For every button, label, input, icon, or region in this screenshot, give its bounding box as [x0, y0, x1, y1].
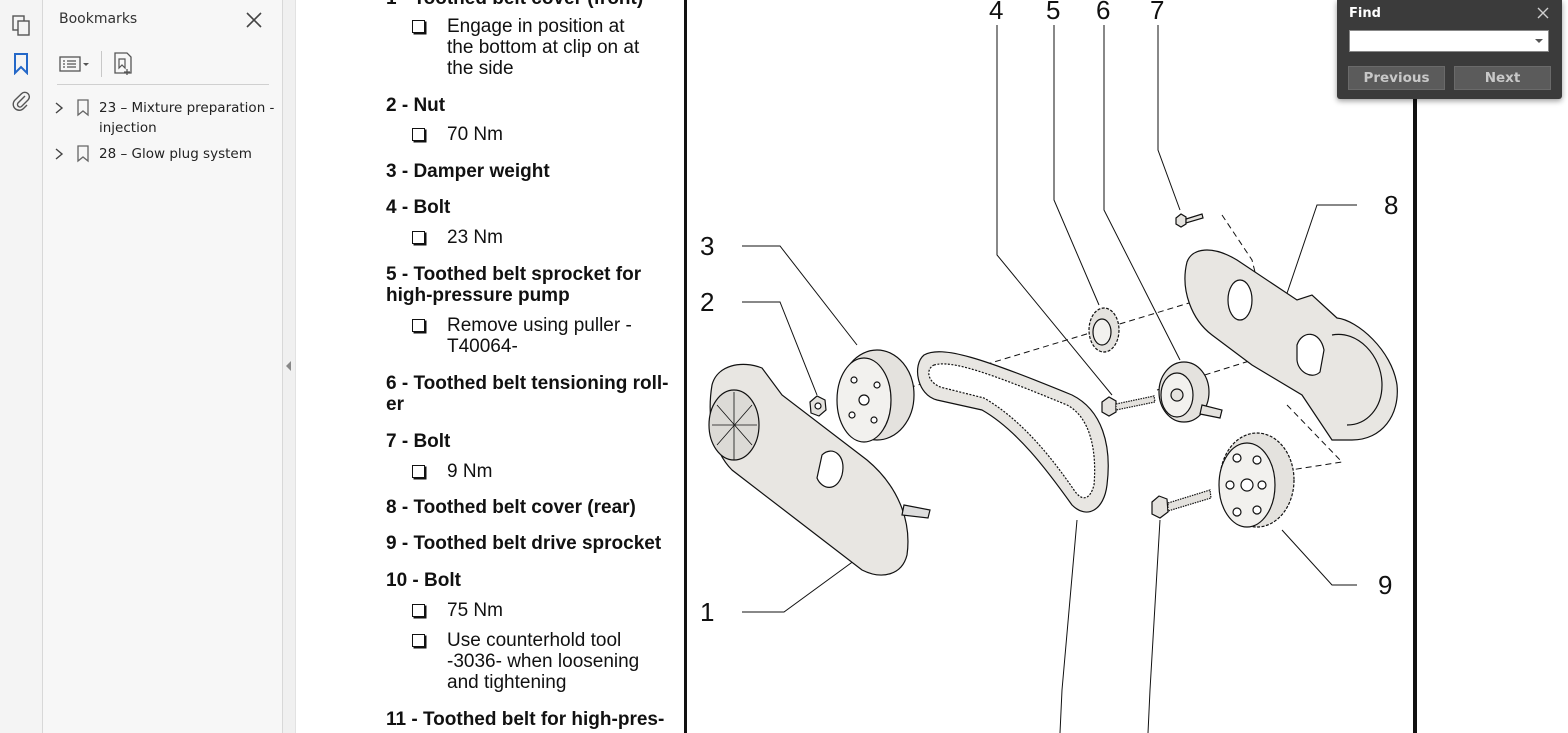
legend-item-heading: 10 - Bolt	[386, 570, 461, 591]
parts-legend: 1 - Toothed belt cover (front) Engage in…	[386, 0, 681, 733]
legend-item-heading: 11 - Toothed belt for high-pres-	[386, 709, 665, 730]
legend-item-heading: 3 - Damper weight	[386, 161, 550, 182]
front-belt-cover	[708, 363, 931, 576]
checkbox-bullet	[412, 319, 425, 332]
legend-item-heading: 9 - Toothed belt drive sprocket	[386, 533, 662, 554]
damper-weight	[836, 349, 915, 443]
callout-label: 4	[989, 0, 1003, 25]
list-options-icon	[59, 56, 89, 72]
collapse-left-icon	[286, 361, 291, 371]
close-panel-button[interactable]	[243, 9, 265, 31]
bookmark-options-button[interactable]	[59, 54, 91, 74]
callout-label: 8	[1384, 190, 1398, 220]
chevron-right-icon[interactable]	[53, 146, 65, 162]
callout-label: 1	[700, 597, 714, 627]
previous-button[interactable]: Previous	[1348, 66, 1445, 90]
find-input[interactable]	[1349, 30, 1549, 52]
toolbar-divider	[101, 51, 102, 77]
exploded-view-diagram: 1 2 3 4 5 6 7 8 9	[700, 0, 1398, 733]
bolt-7	[1175, 213, 1204, 228]
bookmarks-toolbar	[57, 46, 269, 85]
find-dialog: Find Previous Next	[1337, 0, 1562, 99]
tensioning-roller	[1158, 361, 1223, 423]
callout-label: 7	[1150, 0, 1164, 25]
legend-item-heading: 8 - Toothed belt cover (rear)	[386, 497, 636, 518]
bookmark-icon[interactable]	[8, 51, 34, 77]
bookmarks-panel: Bookmarks 23 – Mixture preparation -inje…	[43, 0, 283, 733]
document-page: 1 - Toothed belt cover (front) Engage in…	[296, 0, 1568, 733]
find-title: Find	[1349, 6, 1381, 21]
rear-belt-cover	[1184, 249, 1398, 441]
legend-item-heading: 2 - Nut	[386, 95, 446, 116]
close-icon[interactable]	[1535, 5, 1551, 21]
column-divider	[684, 0, 687, 733]
checkbox-bullet	[412, 231, 425, 244]
close-icon	[246, 12, 262, 28]
callout-label: 5	[1046, 0, 1060, 25]
legend-item-heading: 1 - Toothed belt cover (front)	[386, 0, 678, 9]
pump-sprocket	[1088, 307, 1120, 353]
navigation-rail	[0, 0, 43, 733]
chevron-right-icon[interactable]	[53, 100, 65, 116]
bookmark-label: 23 – Mixture preparation -injection	[99, 100, 275, 136]
checkbox-bullet	[412, 20, 425, 33]
callout-label: 9	[1378, 570, 1392, 600]
toothed-belt	[916, 351, 1109, 513]
callout-label: 6	[1096, 0, 1110, 25]
legend-item-heading: 6 - Toothed belt tensioning roll-er	[386, 373, 669, 415]
nut	[809, 395, 827, 417]
callout-label: 2	[700, 287, 714, 317]
bookmark-label: 28 – Glow plug system	[99, 146, 252, 162]
legend-item-heading: 4 - Bolt	[386, 197, 451, 218]
legend-item-heading: 7 - Bolt	[386, 431, 451, 452]
checkbox-bullet	[412, 128, 425, 141]
panel-collapse-handle[interactable]	[283, 0, 296, 733]
checkbox-bullet	[412, 604, 425, 617]
bookmark-flag-icon	[77, 145, 89, 163]
bolt-10	[1151, 489, 1212, 519]
bolt-4	[1101, 395, 1156, 417]
bookmark-flag-icon	[77, 99, 89, 117]
checkbox-bullet	[412, 634, 425, 647]
checkbox-bullet	[412, 465, 425, 478]
add-bookmark-icon	[114, 52, 132, 75]
page-border	[1413, 0, 1417, 733]
chevron-down-icon[interactable]	[1534, 37, 1544, 45]
drive-sprocket	[1218, 432, 1295, 528]
new-bookmark-button[interactable]	[111, 51, 135, 77]
page-thumbnails-icon[interactable]	[8, 13, 34, 39]
panel-title: Bookmarks	[59, 11, 138, 27]
attachment-icon[interactable]	[8, 88, 34, 114]
callout-label: 3	[700, 231, 714, 261]
next-button[interactable]: Next	[1454, 66, 1551, 90]
